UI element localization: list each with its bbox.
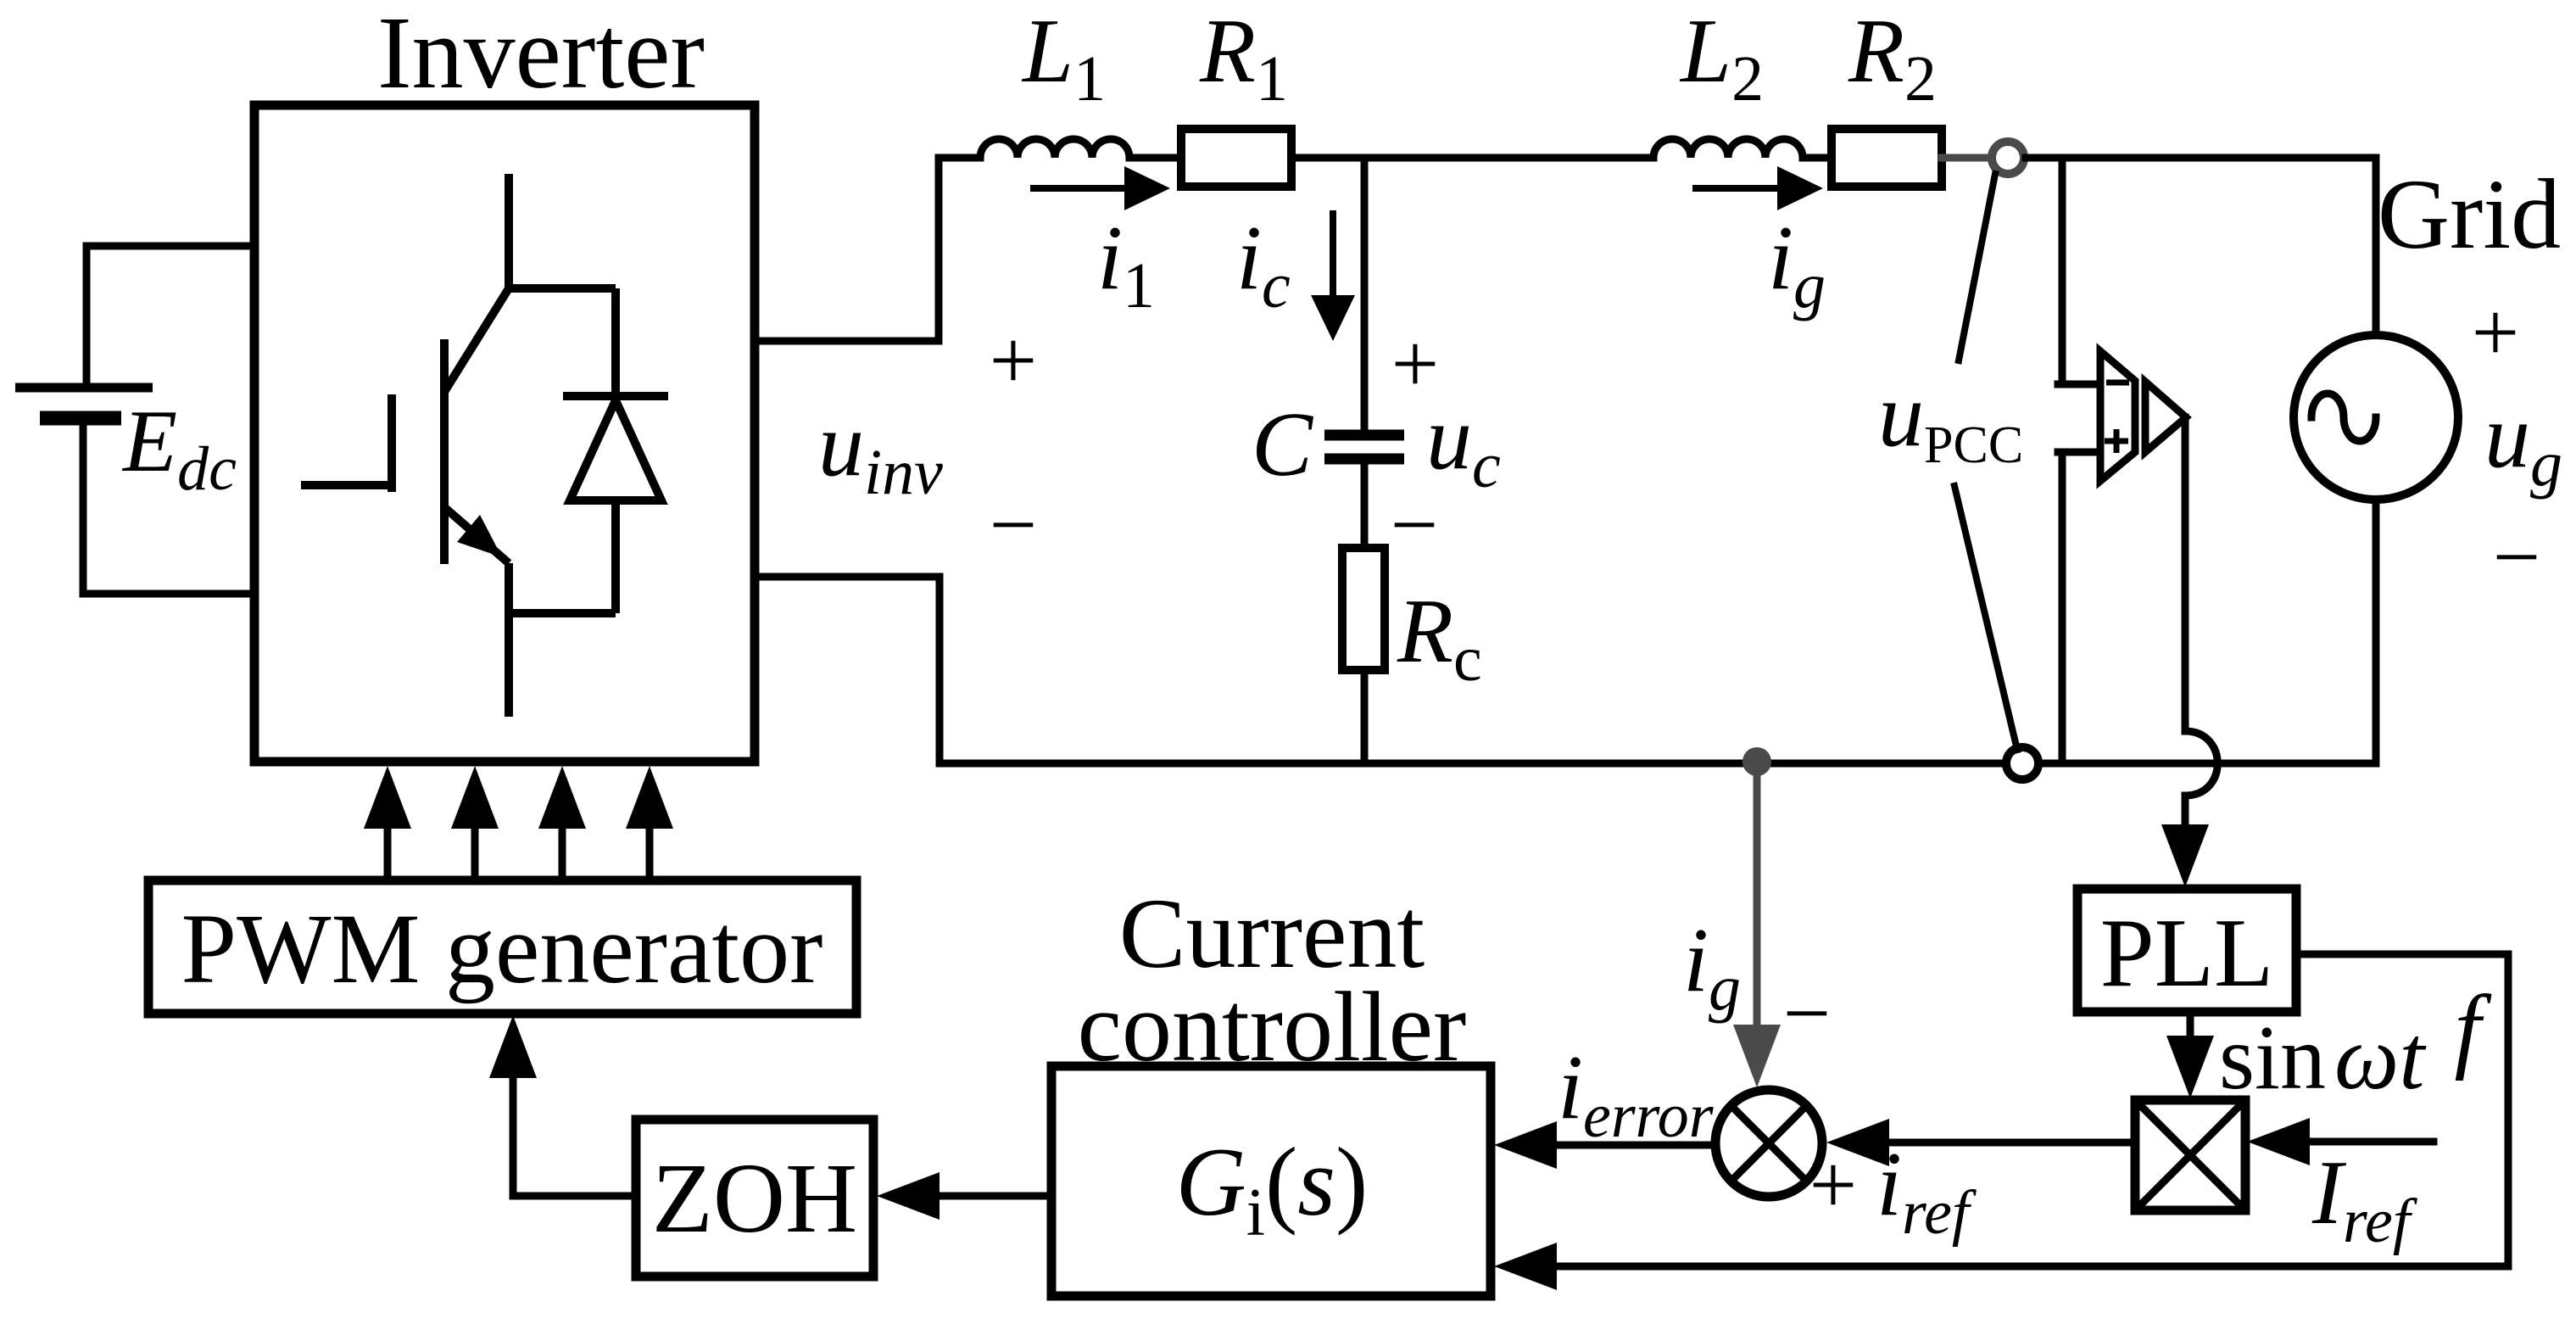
pwm-generator-label: PWM generator (181, 893, 823, 1004)
C-label: C (1252, 394, 1314, 495)
return-rail (750, 573, 2377, 784)
summing-x-icon (1726, 1100, 1812, 1187)
battery-top-wire (82, 242, 259, 392)
frequency-feedback-wire (1552, 950, 2512, 1271)
dc-source (15, 242, 259, 598)
sinwt-label: sinωt (2219, 1008, 2427, 1109)
uc-minus-sign: − (1391, 478, 1438, 572)
sensor-plus-mark (2105, 429, 2128, 453)
pwm-generator-box (143, 875, 861, 1019)
summer-minus-sign: − (1783, 966, 1831, 1060)
uinv-minus-sign: − (990, 478, 1037, 572)
inductor-L1-icon (976, 135, 1134, 162)
i1-label: i1 (1097, 208, 1155, 321)
ug-plus-sign: + (2472, 285, 2519, 379)
upcc-pointer-bottom (1950, 482, 2021, 754)
igbt-emitter-arrow (457, 515, 502, 557)
grid-top-wire (2021, 154, 2380, 339)
L1-label: L1 (1021, 1, 1106, 115)
inductor-L2-icon (1649, 135, 1807, 162)
gate-signal-arrows (364, 766, 673, 885)
R1-label: R1 (1199, 1, 1288, 115)
transfer-function-label: Gi(s) (1176, 1128, 1369, 1250)
gate-arrow-4 (626, 766, 673, 829)
lcl-filter (750, 125, 1946, 768)
arrow-iref (1826, 1119, 1889, 1166)
battery-bottom-wire (79, 414, 259, 598)
sensor-body-icon (2096, 343, 2139, 489)
inverter-box (249, 100, 760, 767)
ig-sense-node (1742, 747, 1771, 776)
pcc-bottom-terminal-icon (2002, 743, 2043, 784)
ic-label: ic (1236, 208, 1291, 321)
zoh-to-pwm-wire (509, 1073, 640, 1200)
gate-arrow-1 (364, 766, 411, 829)
inverter-output-bottom-wire (750, 573, 944, 768)
arrow-into-zoh (877, 1172, 940, 1220)
current-annotation-arrows (1030, 166, 1823, 341)
sensor-triangle-icon (2141, 373, 2192, 461)
arrow-ig-into-summer (1733, 1025, 1781, 1087)
summer-plus-sign: + (1809, 1137, 1857, 1232)
current-controller-label-2: controller (1078, 971, 1467, 1082)
arrow-into-pll (2161, 824, 2209, 887)
multiplier-box-icon (2130, 1095, 2250, 1215)
L2-label: L2 (1679, 1, 1764, 115)
Iref-label: Iref (2311, 1142, 2418, 1256)
zoh-label: ZOH (652, 1142, 858, 1254)
arrow-ic (1311, 295, 1355, 341)
arrow-f-into-controller (1494, 1243, 1557, 1290)
inverter-block (249, 100, 760, 767)
uc-plus-sign: + (1391, 316, 1439, 411)
R2-label: R2 (1848, 1, 1937, 115)
pcc-top-terminal-icon (1988, 137, 2028, 178)
uc-label: uc (1426, 388, 1501, 501)
multiplier-x-icon (2134, 1099, 2246, 1211)
upcc-label: uPCC (1878, 365, 2023, 474)
edc-label: Edc (121, 391, 237, 504)
arrow-i1 (1124, 166, 1170, 210)
arrow-into-pwm (489, 1015, 537, 1078)
Rc-label: Rc (1397, 581, 1482, 695)
upcc-pointer-top (1954, 170, 1999, 365)
diode-icon (509, 284, 668, 617)
arrow-ig (1777, 166, 1823, 210)
pll-label: PLL (2100, 899, 2273, 1007)
sensor-output-wire (2181, 413, 2222, 830)
sine-glyph (2307, 389, 2380, 445)
ug-minus-sign: − (2493, 510, 2540, 604)
ierror-label: ierror (1558, 1037, 1715, 1151)
gate-arrow-2 (451, 766, 499, 829)
pcc-and-grid (1938, 137, 2462, 768)
arrow-sinwt (2166, 1036, 2214, 1098)
uinv-label: uinv (818, 394, 943, 508)
ig-feedback-label: ig (1683, 910, 1741, 1024)
arrow-Iref-into-multiplier (2247, 1118, 2310, 1165)
control-wires (489, 747, 2512, 1290)
uinv-plus-sign: + (990, 313, 1037, 407)
pcc-voltage-sensor (1950, 154, 2222, 887)
current-controller-box (1046, 1061, 1496, 1301)
ug-label: ug (2484, 386, 2562, 500)
grid-label: Grid (2378, 159, 2561, 270)
ig-label: ig (1768, 208, 1826, 321)
arrow-ierror (1494, 1121, 1557, 1169)
iref-label: iref (1876, 1134, 1977, 1248)
inverter-label: Inverter (377, 0, 705, 110)
current-controller-label-1: Current (1119, 878, 1425, 989)
inverter-output-top-wire (750, 154, 984, 345)
gate-arrow-3 (538, 766, 586, 829)
